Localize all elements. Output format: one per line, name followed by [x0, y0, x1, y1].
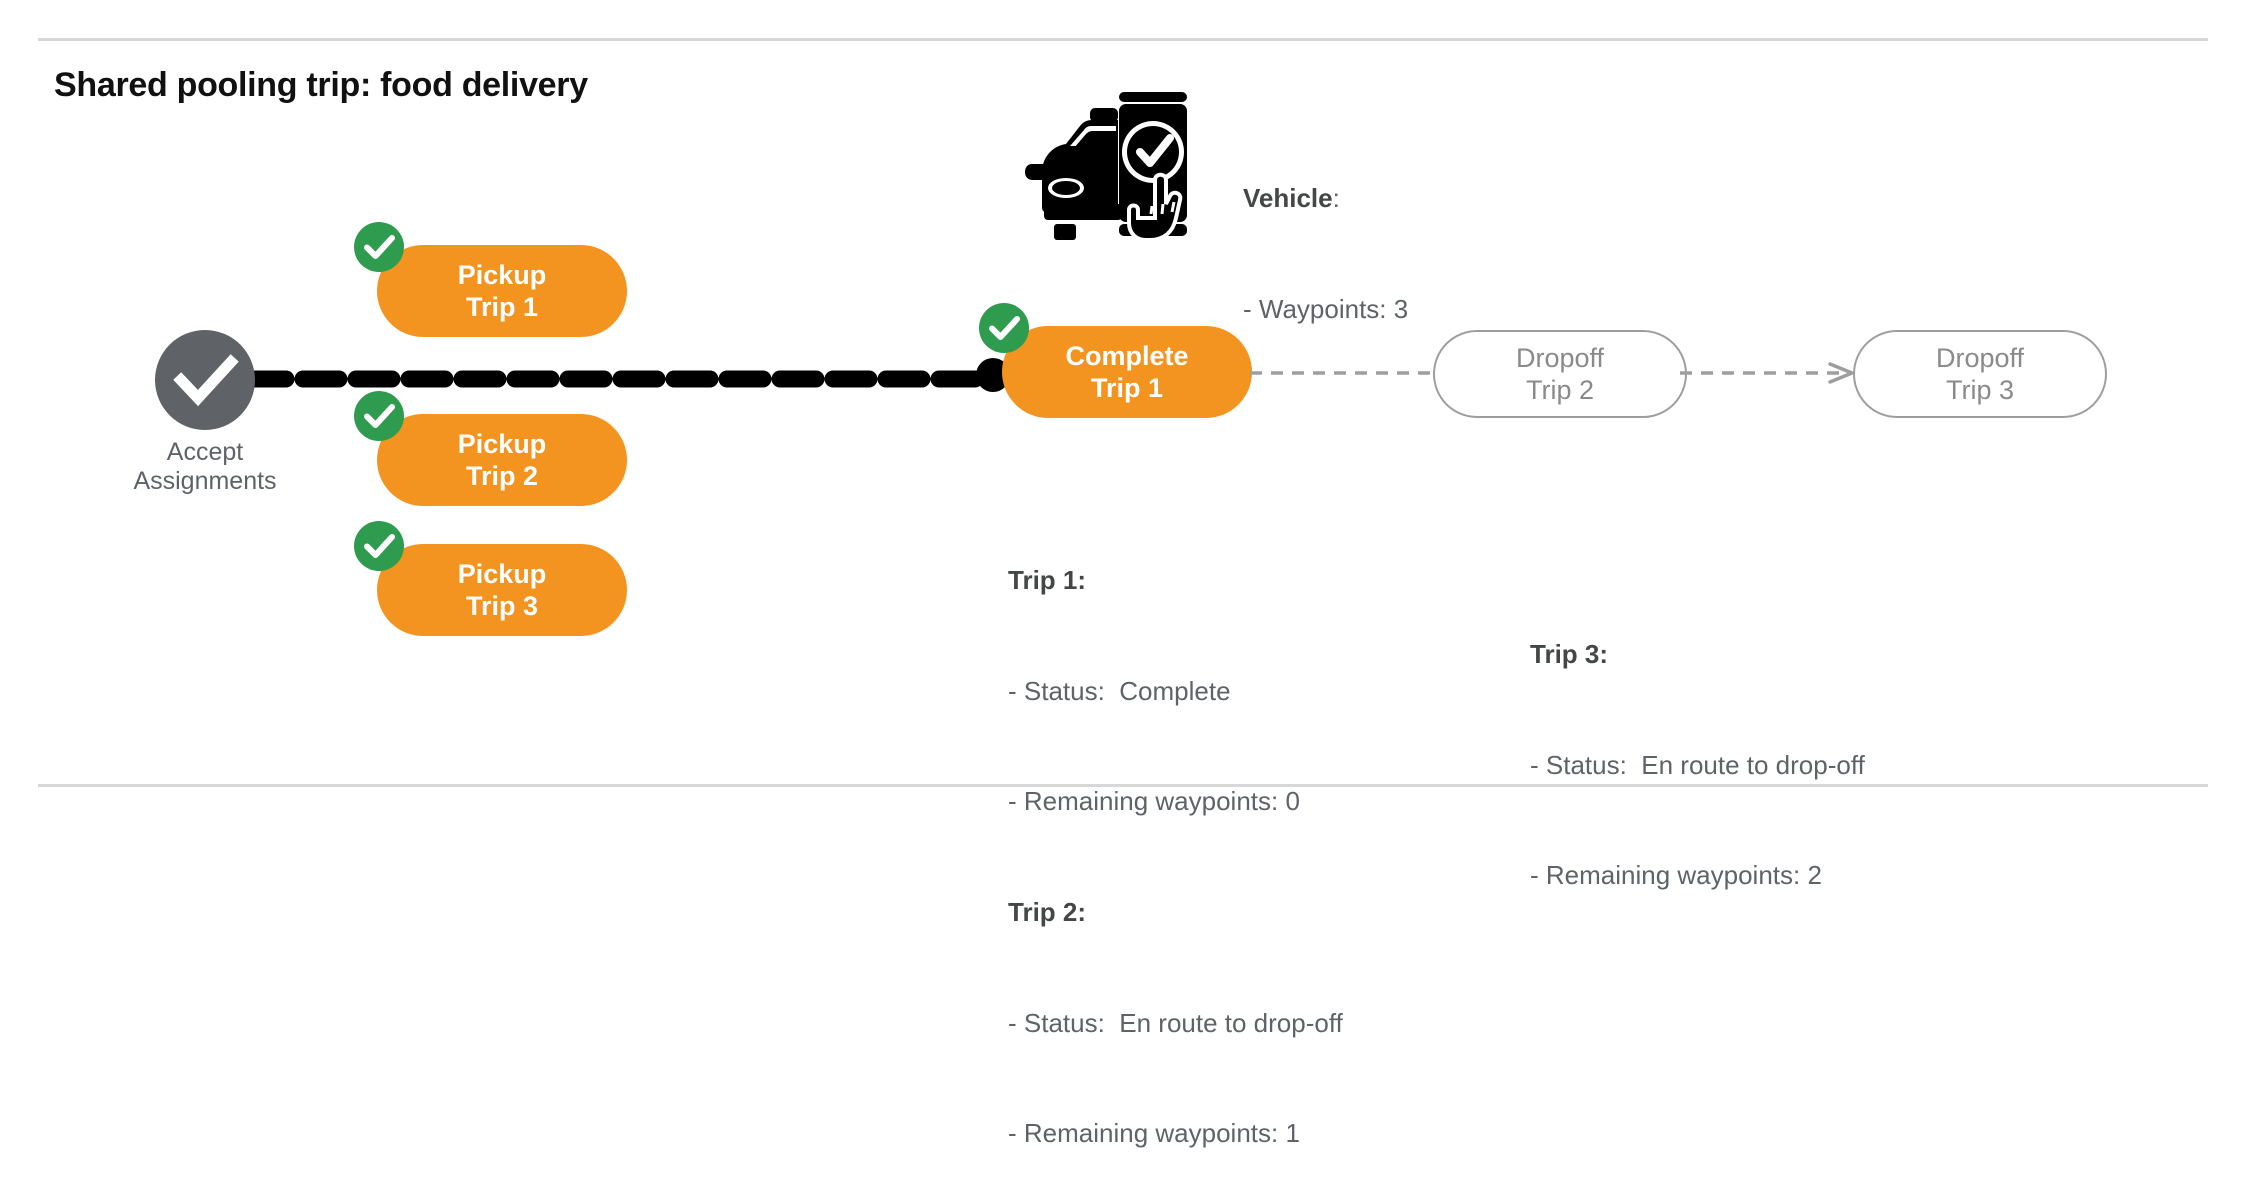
trip-3-status: - Status: En route to drop-off: [1530, 749, 1865, 780]
trip-2-status: - Status: En route to drop-off: [1008, 1007, 1343, 1038]
check-badge-icon: [354, 222, 404, 272]
divider-bottom: [38, 784, 2208, 787]
complete-1-line2: Trip 1: [1090, 373, 1164, 403]
check-badge-icon: [354, 521, 404, 571]
trip-1-remaining: - Remaining waypoints: 0: [1008, 786, 1300, 817]
page-title: Shared pooling trip: food delivery: [54, 66, 588, 104]
trip-1-status: - Status: Complete: [1008, 675, 1231, 706]
trip-2-remaining: - Remaining waypoints: 1: [1008, 1118, 1300, 1149]
check-badge-icon: [354, 391, 404, 441]
pickup-trip-1-node[interactable]: Pickup Trip 1: [354, 222, 627, 337]
pickup-trip-2-node[interactable]: Pickup Trip 2: [354, 391, 627, 506]
dropoff-2-line2: Trip 2: [1525, 375, 1594, 405]
accept-label-line1: Accept: [166, 438, 244, 466]
divider-top: [38, 38, 2208, 41]
vehicle-info-heading: Vehicle: [1243, 182, 1333, 213]
dropoff-3-line2: Trip 3: [1945, 375, 2014, 405]
dropoff-trip-2-node[interactable]: Dropoff Trip 2: [1433, 330, 1687, 418]
pickup-1-line1: Pickup: [457, 259, 547, 290]
dropoff-3-line1: Dropoff: [1935, 342, 2025, 373]
accept-assignments-circle: [155, 330, 255, 430]
trunk-dashed-line: [241, 364, 1004, 394]
dropoff-trip-3-node[interactable]: Dropoff Trip 3: [1853, 330, 2107, 418]
trip-1-2-info-block: Trip 1: - Status: Complete - Remaining w…: [1008, 488, 1343, 1189]
check-badge-icon: [979, 303, 1029, 353]
connector-dropoff2-to-dropoff3: [1680, 358, 1860, 388]
dropoff-2-line1: Dropoff: [1515, 342, 1605, 373]
pickup-1-line2: Trip 1: [465, 292, 539, 322]
pickup-trip-3-node[interactable]: Pickup Trip 3: [354, 521, 627, 636]
connector-complete-to-dropoff2: [1250, 358, 1440, 388]
vehicle-info-waypoints: - Waypoints: 3: [1243, 293, 1409, 324]
car-phone-check-icon: [1022, 84, 1212, 244]
accept-assignments-node[interactable]: Accept Assignments: [133, 330, 277, 495]
trip-3-remaining: - Remaining waypoints: 2: [1530, 860, 1822, 891]
trip-3-info-block: Trip 3: - Status: En route to drop-off -…: [1530, 562, 1865, 931]
trip-1-heading: Trip 1:: [1008, 564, 1087, 595]
accept-label-line2: Assignments: [133, 467, 277, 495]
trip-3-heading: Trip 3:: [1530, 638, 1609, 669]
complete-trip-1-node[interactable]: Complete Trip 1: [979, 303, 1252, 418]
vehicle-info-heading-suffix: :: [1332, 182, 1340, 213]
pickup-2-line1: Pickup: [457, 428, 547, 459]
pickup-2-line2: Trip 2: [465, 461, 539, 491]
complete-1-line1: Complete: [1065, 340, 1189, 371]
pickup-3-line2: Trip 3: [465, 591, 539, 621]
pickup-3-line1: Pickup: [457, 558, 547, 589]
vehicle-info-block: Vehicle: - Waypoints: 3: [1243, 106, 1408, 364]
accept-assignments-label: Accept Assignments: [110, 438, 300, 496]
check-circle-icon: [173, 354, 239, 407]
trip-2-heading: Trip 2:: [1008, 896, 1087, 927]
